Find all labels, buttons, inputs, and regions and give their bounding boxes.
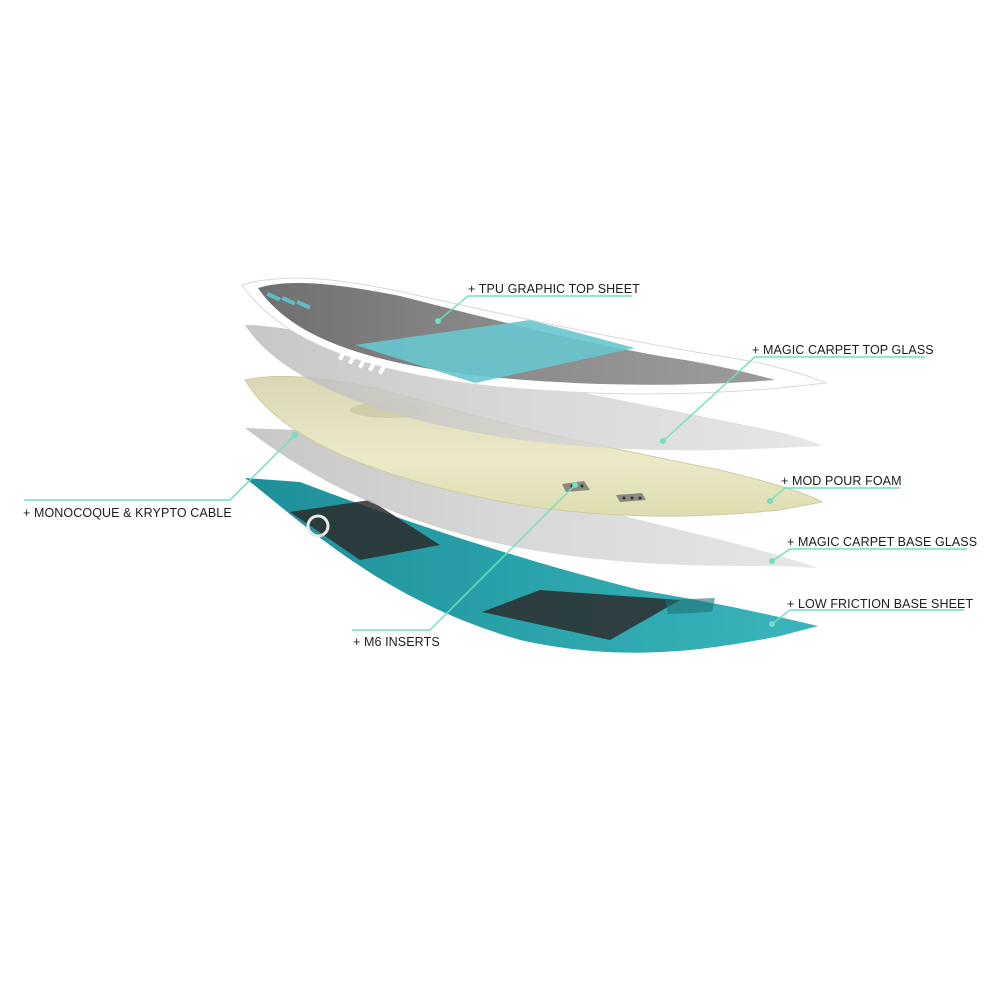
- m6-insert-icon: [616, 493, 646, 502]
- label-magic-carpet-base-glass: + MAGIC CARPET BASE GLASS: [787, 535, 978, 549]
- layer-top-sheet: [241, 277, 828, 395]
- label-low-friction-base-sheet: + LOW FRICTION BASE SHEET: [787, 597, 974, 611]
- label-magic-carpet-top-glass: + MAGIC CARPET TOP GLASS: [752, 343, 934, 357]
- label-monocoque-krypto-cable: + MONOCOQUE & KRYPTO CABLE: [23, 506, 232, 520]
- callout-leader-lines: [24, 295, 967, 631]
- label-tpu-graphic-top-sheet: + TPU GRAPHIC TOP SHEET: [468, 282, 640, 296]
- layer-base-sheet: [245, 478, 818, 653]
- label-m6-inserts: + M6 INSERTS: [353, 635, 440, 649]
- label-mod-pour-foam: + MOD POUR FOAM: [781, 474, 902, 488]
- callout-dots: [292, 318, 775, 627]
